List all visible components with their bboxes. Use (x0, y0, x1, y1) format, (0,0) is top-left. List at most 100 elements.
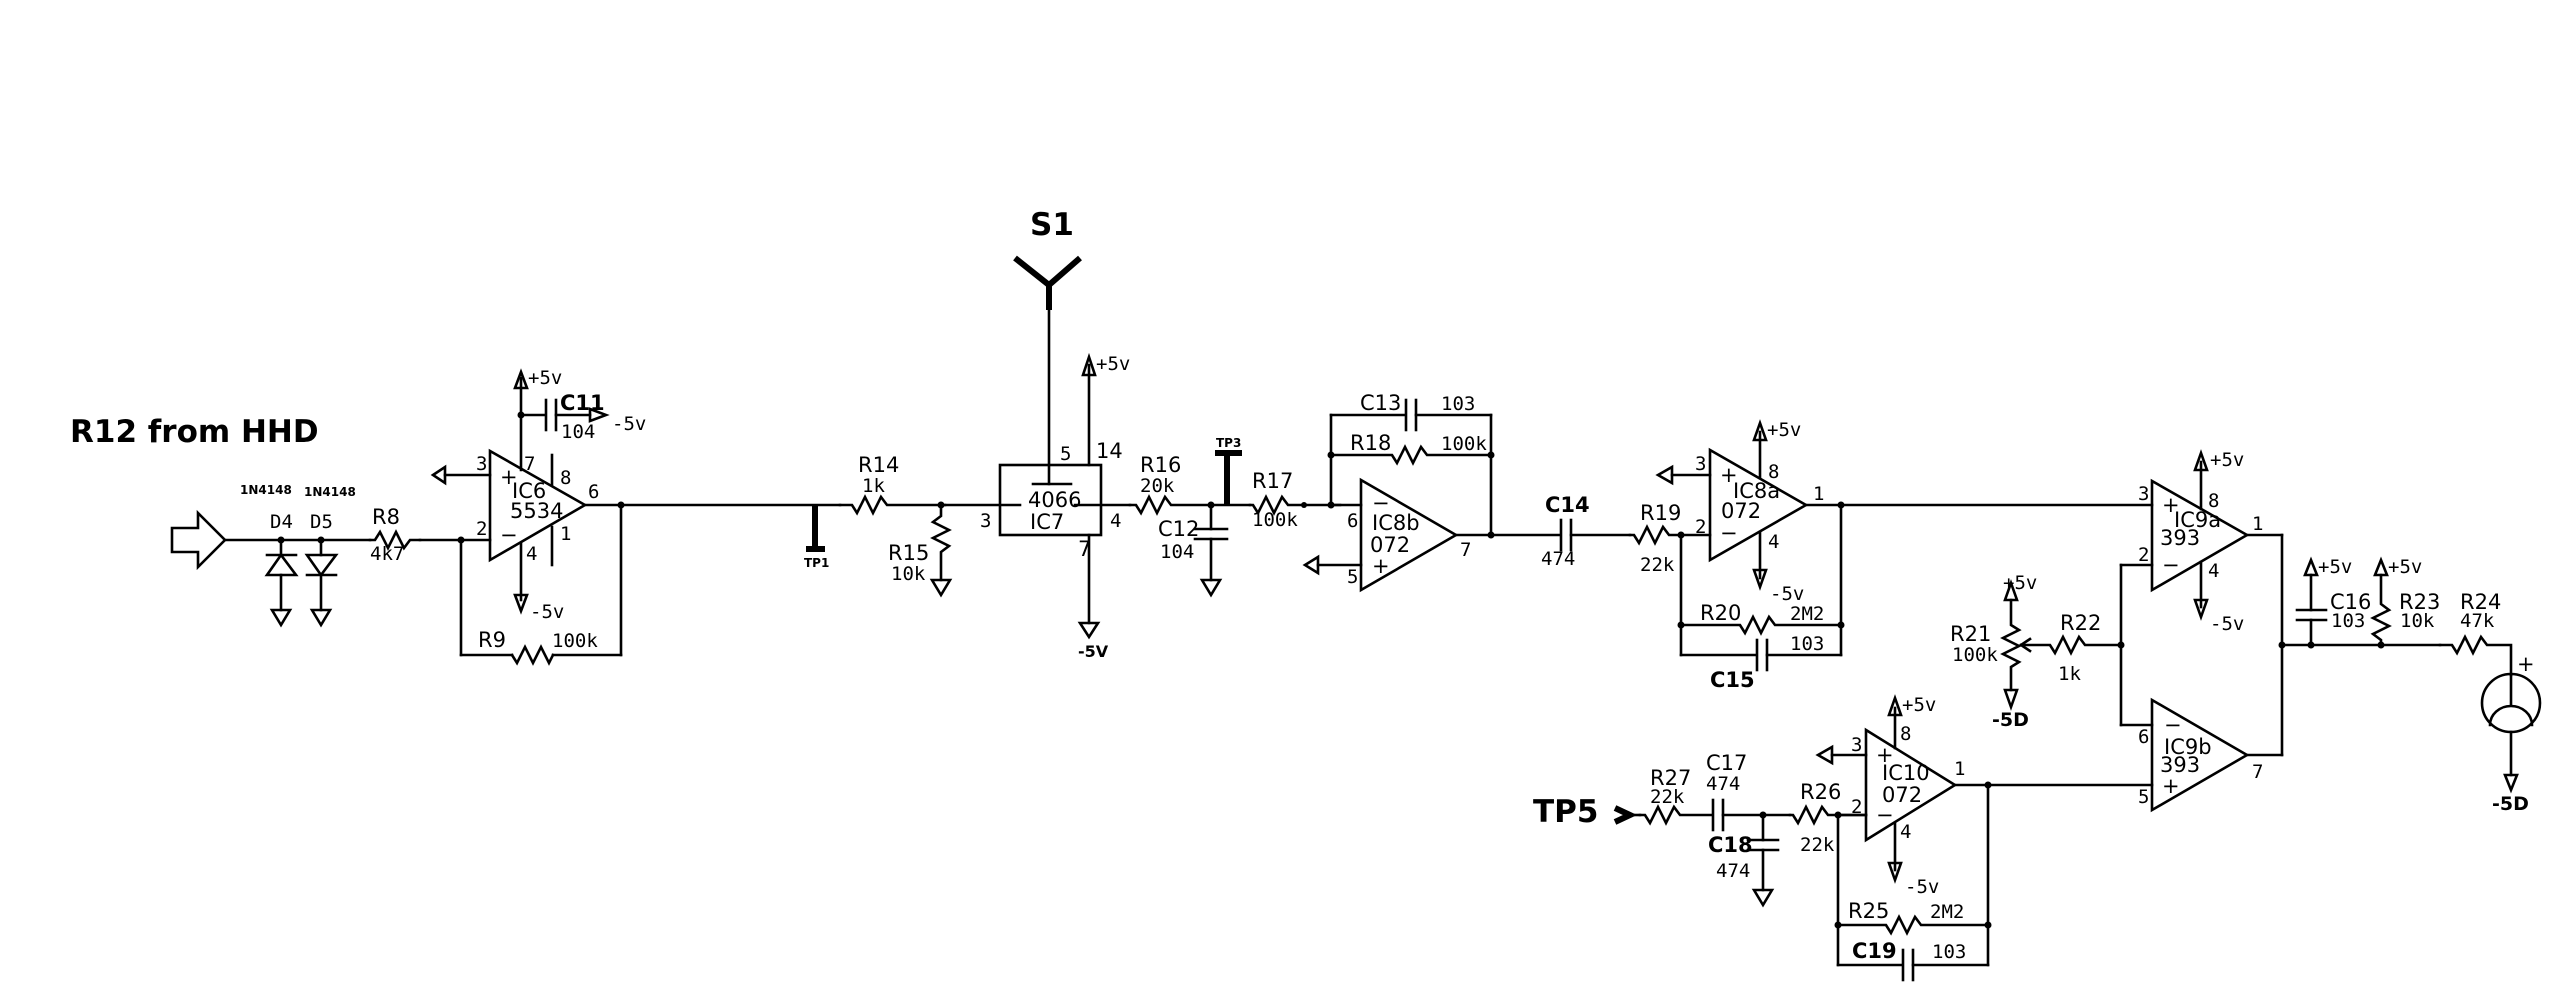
c11-value: 104 (561, 421, 595, 443)
r22-ref: R22 (2060, 611, 2101, 635)
resistor-r23-icon (2370, 573, 2392, 647)
ic6-pin-7: 7 (524, 453, 535, 475)
ic8a-ref: IC8a (1733, 479, 1780, 503)
supply-arrow-icon (2003, 688, 2019, 711)
r23-value: 10k (2400, 610, 2435, 632)
ground-icon (929, 578, 953, 598)
supply-label: +5v (2318, 556, 2352, 578)
supply-arrow-icon (513, 593, 529, 615)
ground-icon (1199, 578, 1223, 598)
ic6-pin-8: 8 (560, 467, 571, 489)
c14-ref: C14 (1545, 493, 1590, 517)
ic9a-pin-1: 1 (2252, 513, 2263, 535)
junction-dot (1301, 502, 1307, 508)
ground-icon (1302, 554, 1320, 576)
meter-plus-sign: + (2517, 652, 2535, 676)
ic9b-plus-sign: + (2162, 774, 2180, 798)
ic10-plus-sign: + (1876, 743, 1894, 767)
resistor-r22-icon (2019, 634, 2123, 656)
ic9b-part: 393 (2160, 753, 2200, 777)
r24-value: 47k (2460, 610, 2495, 632)
ic9a-pin-4: 4 (2208, 560, 2219, 582)
supply-arrow-icon (1752, 419, 1768, 442)
r21-value: 100k (1952, 644, 1998, 666)
ic7-ref: IC7 (1030, 510, 1064, 534)
c15-value: 103 (1790, 633, 1824, 655)
ground-icon (1751, 888, 1775, 908)
supply-arrow-icon (588, 407, 610, 423)
supply-label: +5v (1902, 694, 1936, 716)
switch-label: S1 (1030, 207, 1074, 243)
resistor-r27-icon (1638, 804, 1714, 826)
supply-label: -5V (1078, 642, 1109, 661)
ic8a-pin-4: 4 (1768, 531, 1779, 553)
resistor-r14-icon (838, 494, 947, 516)
ic8a-part: 072 (1721, 499, 1761, 523)
r25-ref: R25 (1848, 899, 1889, 923)
opamp-ic8b-icon (1359, 477, 1459, 593)
resistor-r16-icon (1128, 494, 1252, 516)
r18-value: 100k (1441, 433, 1487, 455)
diode-d4-icon (264, 552, 299, 577)
r8-value: 4k7 (370, 543, 404, 565)
c12-value: 104 (1160, 541, 1194, 563)
ic6-part: 5534 (510, 499, 563, 523)
resistor-r26-icon (1788, 804, 1868, 826)
ic10-pin-8: 8 (1900, 723, 1911, 745)
resistor-r19-icon (1628, 524, 1712, 546)
tp3-label: TP3 (1216, 436, 1241, 450)
switch-ic7-icon (998, 463, 1103, 537)
input-label: R12 from HHD (70, 414, 319, 450)
supply-label: -5v (530, 601, 564, 623)
r9-value: 100k (552, 630, 598, 652)
r14-ref: R14 (858, 453, 899, 477)
resistor-r15-icon (930, 503, 952, 582)
s1-icon (1047, 255, 1082, 288)
supply-arrow-icon (2503, 773, 2519, 794)
c13-value: 103 (1441, 393, 1475, 415)
s1-icon (1013, 255, 1051, 288)
c19-ref: C19 (1852, 939, 1897, 963)
r20-value: 2M2 (1790, 603, 1824, 625)
c17-ref: C17 (1706, 751, 1747, 775)
ground-icon (309, 608, 333, 628)
ic6-plus-sign: + (500, 465, 518, 489)
r16-ref: R16 (1140, 453, 1181, 477)
resistor-r8-icon (368, 529, 422, 551)
r27-ref: R27 (1650, 766, 1691, 790)
ic9b-pin-6: 6 (2138, 726, 2149, 748)
r18-ref: R18 (1350, 431, 1391, 455)
resistor-r20-icon (1679, 614, 1843, 636)
supply-arrow-icon (2193, 449, 2209, 472)
ic8b-pin-5: 5 (1347, 566, 1358, 588)
c13-ref: C13 (1360, 391, 1401, 415)
c19-value: 103 (1932, 941, 1966, 963)
ic9b-ref: IC9b (2164, 735, 2212, 759)
ic10-pin-2: 2 (1851, 796, 1862, 818)
supply-arrow-icon (513, 368, 529, 390)
ic8b-part: 072 (1370, 533, 1410, 557)
ic8a-pin-2: 2 (1695, 516, 1706, 538)
r14-value: 1k (862, 475, 885, 497)
r15-ref: R15 (888, 541, 929, 565)
ic8b-plus-sign: + (1372, 554, 1390, 578)
r20-ref: R20 (1700, 601, 1741, 625)
supply-label: +5v (1096, 353, 1130, 375)
ic9a-plus-sign: + (2162, 493, 2180, 517)
junction-dot (617, 501, 625, 509)
supply-arrow-icon (1081, 352, 1097, 377)
r16-value: 20k (1140, 475, 1175, 497)
ic6-pin-4: 4 (526, 543, 537, 565)
r19-value: 22k (1640, 554, 1675, 576)
r22-value: 1k (2058, 663, 2081, 685)
ic10-pin-1: 1 (1954, 758, 1965, 780)
supply-label: +5v (2388, 556, 2422, 578)
supply-label: +5v (528, 367, 562, 389)
r24-ref: R24 (2460, 590, 2501, 614)
ic6-pin-6: 6 (588, 481, 599, 503)
r17-value: 100k (1252, 509, 1298, 531)
supply-label: -5v (2210, 613, 2244, 635)
c16-value: 103 (2331, 610, 2365, 632)
supply-arrow-icon (1752, 568, 1768, 591)
supply-arrow-icon (1887, 861, 1903, 884)
